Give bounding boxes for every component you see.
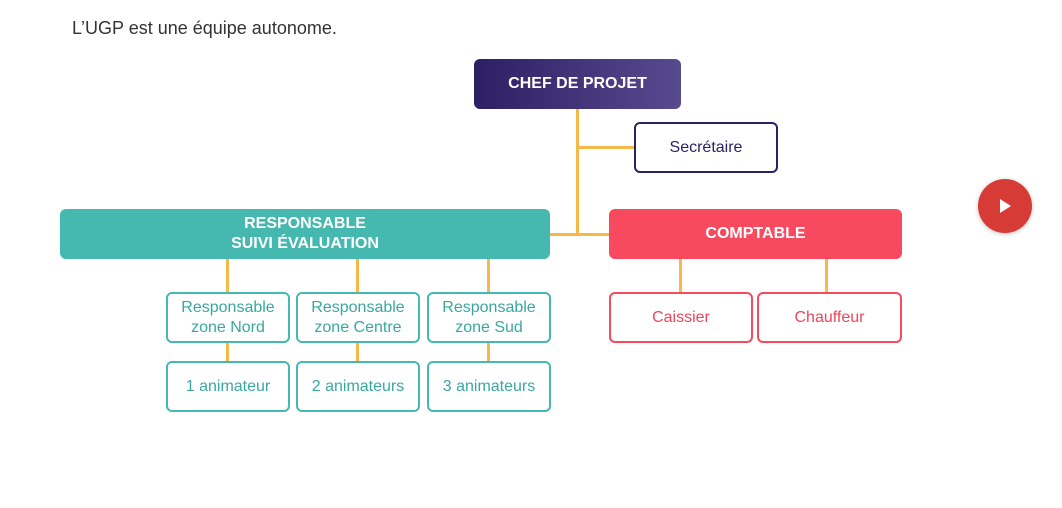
- zone-sud-line2: zone Sud: [455, 318, 523, 336]
- responsable-suivi-line1: RESPONSABLE: [244, 215, 366, 232]
- zone-sud-box: Responsable zone Sud: [427, 292, 551, 343]
- zone-centre-line2: zone Centre: [314, 318, 402, 336]
- play-icon: [1000, 199, 1011, 213]
- intro-text: L’UGP est une équipe autonome.: [72, 18, 337, 38]
- secretaire-box: Secrétaire: [634, 122, 778, 173]
- zone-nord-line2: zone Nord: [191, 318, 265, 336]
- connector-zone-sud: [487, 258, 490, 293]
- connector-secretaire: [576, 146, 635, 149]
- connector-horizontal-main: [548, 233, 610, 236]
- responsable-suivi-evaluation-box: RESPONSABLE SUIVI ÉVALUATION: [60, 209, 550, 259]
- connector-zone-nord: [226, 258, 229, 293]
- caissier-label: Caissier: [652, 308, 710, 326]
- chauffeur-label: Chauffeur: [794, 308, 865, 326]
- connector-caissier: [679, 258, 682, 293]
- connector-zone-centre: [356, 258, 359, 293]
- connector-chef-vertical: [576, 108, 579, 235]
- zone-nord-line1: Responsable: [181, 298, 275, 316]
- chauffeur-box: Chauffeur: [757, 292, 902, 343]
- zone-sud-line1: Responsable: [442, 298, 536, 316]
- secretaire-label: Secrétaire: [669, 138, 743, 156]
- chef-de-projet-box: CHEF DE PROJET: [474, 59, 681, 109]
- connector-animateur-sud: [487, 342, 490, 362]
- zone-centre-line1: Responsable: [311, 298, 405, 316]
- caissier-box: Caissier: [609, 292, 753, 343]
- animateurs-sud-box: 3 animateurs: [427, 361, 551, 412]
- zone-centre-box: Responsable zone Centre: [296, 292, 420, 343]
- animateurs-nord-label: 1 animateur: [185, 377, 271, 395]
- play-button[interactable]: [978, 179, 1032, 233]
- animateurs-centre-label: 2 animateurs: [311, 377, 405, 395]
- responsable-suivi-line2: SUIVI ÉVALUATION: [231, 235, 379, 252]
- comptable-label: COMPTABLE: [705, 225, 806, 242]
- zone-nord-box: Responsable zone Nord: [166, 292, 290, 343]
- animateurs-centre-box: 2 animateurs: [296, 361, 420, 412]
- animateurs-nord-box: 1 animateur: [166, 361, 290, 412]
- connector-animateur-nord: [226, 342, 229, 362]
- animateurs-sud-label: 3 animateurs: [442, 377, 536, 395]
- connector-animateur-centre: [356, 342, 359, 362]
- comptable-box: COMPTABLE: [609, 209, 902, 259]
- chef-de-projet-label: CHEF DE PROJET: [508, 75, 647, 92]
- connector-chauffeur: [825, 258, 828, 293]
